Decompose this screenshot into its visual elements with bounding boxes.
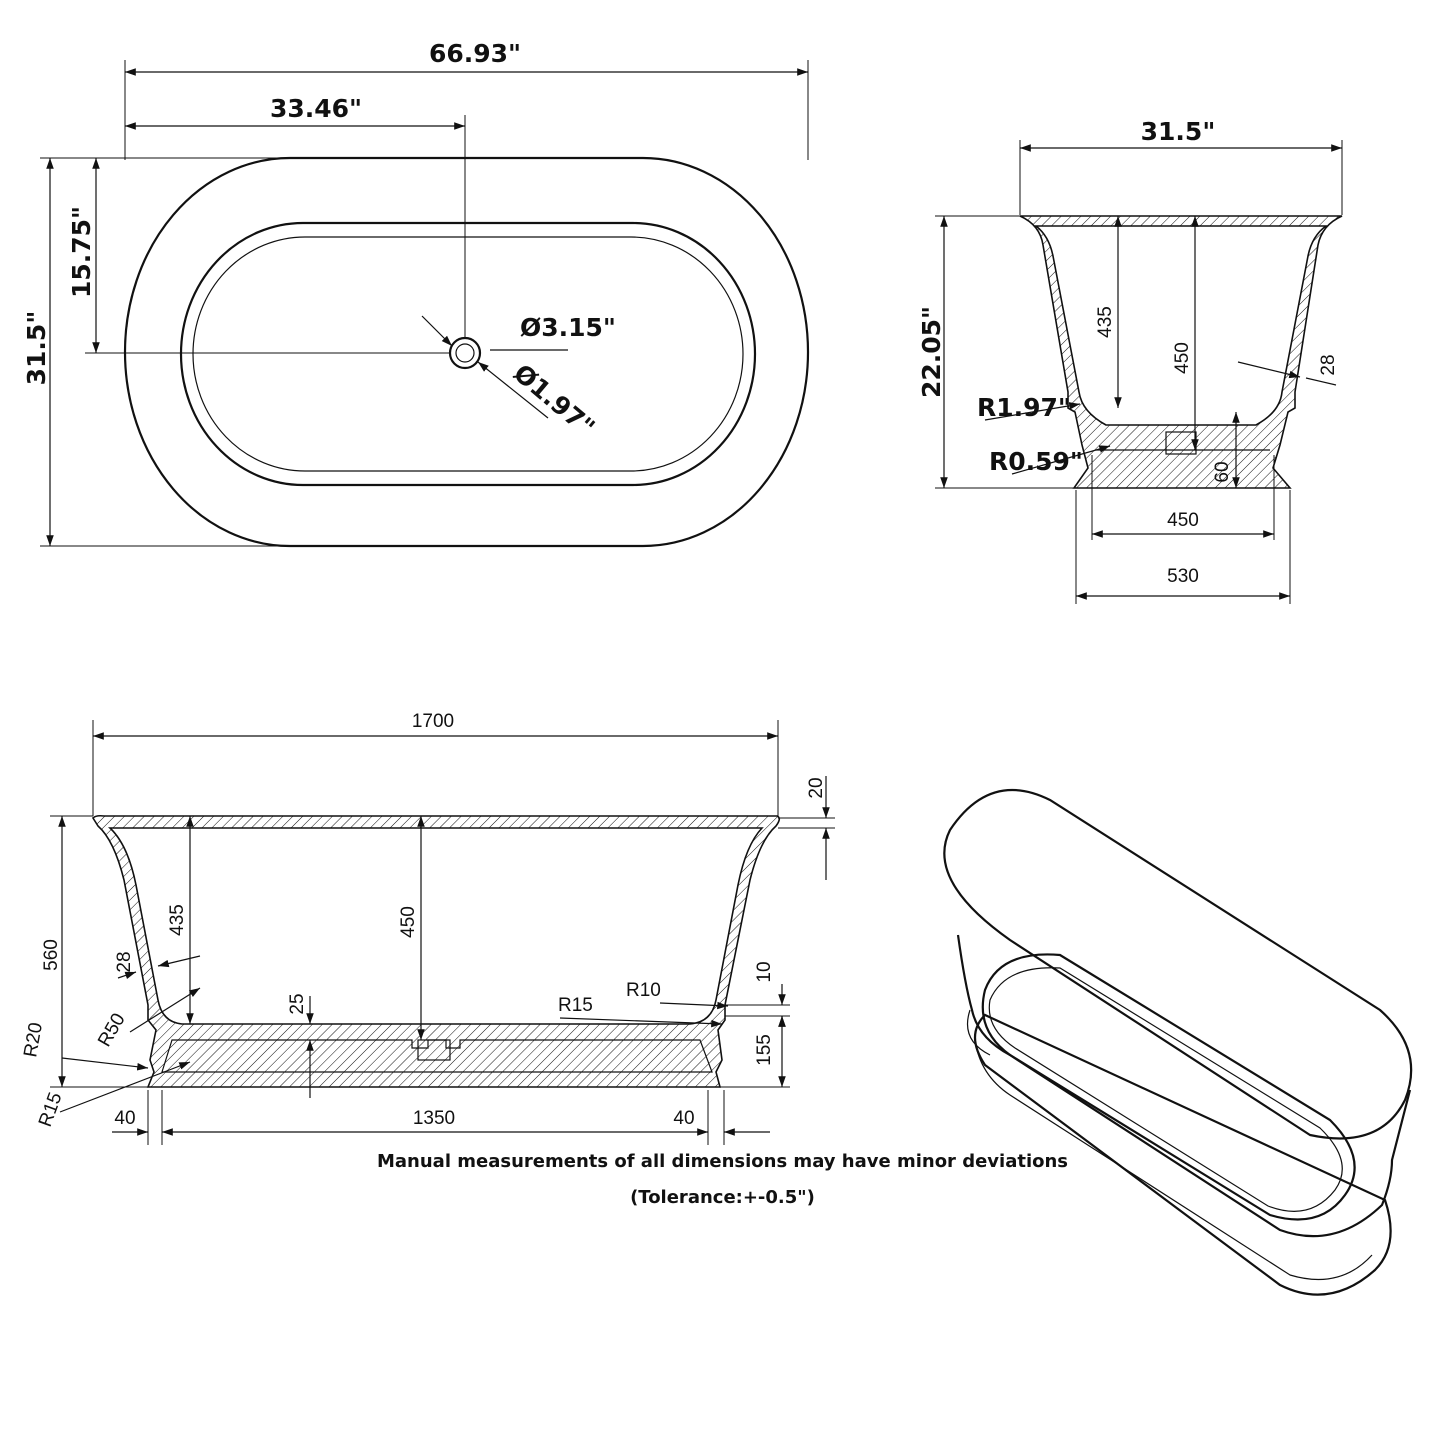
radius-r197-leader [984,402,1081,421]
side-base-left-label: 40 [114,1108,135,1129]
dim-side-r10-leader [659,1001,729,1010]
iso-top-rim [943,788,1413,1140]
radius-r059-leader [1011,445,1111,475]
side-depth-side-label: 435 [167,904,188,936]
end-depth-side-label: 435 [1095,306,1116,338]
end-plinth-inner-label: 450 [1167,510,1199,531]
end-section-view: 31.5" 22.05" 435 450 28 60 450 530 R1.97… [917,117,1343,604]
radius-r197-label: R1.97" [977,393,1071,422]
side-base-length-label: 1350 [413,1108,455,1129]
end-section-shell [1019,215,1343,489]
drain-outer-circle [448,336,482,370]
dim-side-r50-leader [129,987,201,1033]
top-view-outer-rim [123,156,810,548]
dim-side-r15-base-leader [59,1061,191,1113]
dim-end-wall [1237,361,1301,379]
iso-inner-basin [981,953,1356,1221]
top-view: 66.93" 33.46" 31.5" 15.75" Ø3.15" Ø1.97" [22,39,810,548]
width-label: 31.5" [22,311,51,386]
side-section-shell [91,814,781,1088]
end-depth-center-label: 450 [1172,342,1193,374]
side-floor-label: 25 [287,993,308,1014]
side-r15-inner-label: R15 [558,995,593,1016]
side-r15-base-label: R15 [35,1090,67,1130]
top-view-inner-basin [179,221,757,487]
overall-length-label: 66.93" [429,39,521,68]
iso-body [956,934,1412,1238]
side-plinth-label: 155 [754,1034,775,1066]
end-wall-label: 28 [1318,354,1339,375]
side-depth-center-label: 450 [398,906,419,938]
side-step-label: 10 [754,961,775,982]
drain-inner-circle [455,343,475,363]
top-view-inner-basin-edge [192,236,744,472]
isometric-view [943,788,1413,1296]
end-width-label: 31.5" [1141,117,1216,146]
side-section-view: 1700 20 560 435 450 25 28 R10 R15 10 155… [20,711,835,1145]
dim-drain-inner-leader [477,361,549,419]
half-width-label: 15.75" [67,206,96,298]
side-wall-label: 28 [114,951,135,972]
drain-outer-diameter-label: Ø3.15" [520,313,616,342]
dim-drain-outer-leader [421,315,453,347]
end-plinth-height-label: 60 [1212,461,1233,482]
dim-side-wall [117,971,137,980]
side-r10-label: R10 [626,980,661,1001]
half-length-label: 33.46" [270,94,362,123]
dim-side-r15-leader [559,1017,723,1028]
end-height-label: 22.05" [917,306,946,398]
side-drain-cutout [417,1039,451,1061]
side-inner-floor [161,1039,713,1073]
tolerance-note: (Tolerance:+-0.5") [630,1187,815,1208]
side-height-label: 560 [41,939,62,971]
side-base-right-label: 40 [673,1108,694,1129]
radius-r059-label: R0.59" [989,447,1083,476]
end-plinth-outer-label: 530 [1167,566,1199,587]
drain-inner-diameter-label: Ø1.97" [508,358,600,442]
side-r20-label: R20 [20,1021,47,1059]
side-overall-length-label: 1700 [412,711,454,732]
dim-side-r20-leader [61,1057,149,1071]
side-r50-label: R50 [94,1010,130,1051]
side-rim-label: 20 [806,777,827,798]
measurement-note: Manual measurements of all dimensions ma… [376,1151,1069,1172]
